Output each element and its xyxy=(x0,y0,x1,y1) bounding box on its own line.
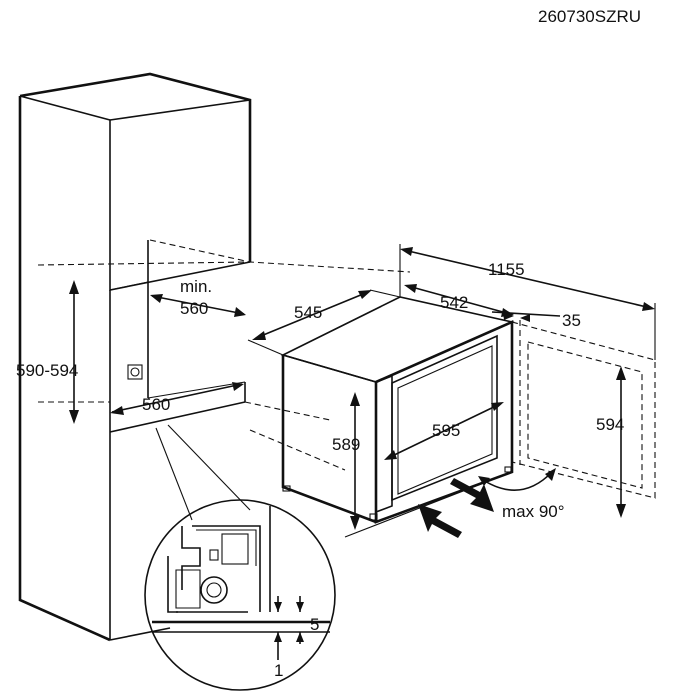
appliance-depth-dimension: 545 xyxy=(247,289,401,356)
door-opening-height-label: 594 xyxy=(596,415,624,434)
tall-cabinet xyxy=(18,72,252,642)
detail-gap-bottom-label: 1 xyxy=(274,661,283,680)
appliance-depth-label: 545 xyxy=(294,303,322,322)
cabinet-height-label: 590-594 xyxy=(16,361,78,380)
appliance-width-dimension: 595 xyxy=(384,402,504,460)
appliance-height-dimension: 589 xyxy=(332,392,360,530)
cabinet-height-dimension: 590-594 xyxy=(16,280,79,424)
niche-depth-top-dimension: min. 560 xyxy=(150,277,246,318)
niche-depth-top-value: 560 xyxy=(180,299,208,318)
installation-detail-zoom: 5 1 xyxy=(144,499,336,691)
door-angle-dimension: max 90° xyxy=(478,468,565,521)
niche-depth-top-min: min. xyxy=(180,277,212,296)
niche-depth-bottom-label: 560 xyxy=(142,395,170,414)
niche-depth-bottom-dimension: 560 xyxy=(110,382,244,415)
door-opening-height-dimension: 594 xyxy=(596,366,626,518)
appliance-oven xyxy=(280,296,515,524)
push-pull-arrows-icon xyxy=(418,478,494,538)
detail-leader xyxy=(155,424,251,521)
appliance-body-depth-label: 542 xyxy=(440,293,468,312)
total-depth-label: 1155 xyxy=(488,260,525,279)
detail-gap-top-label: 5 xyxy=(310,615,319,634)
appliance-height-label: 589 xyxy=(332,435,360,454)
door-thickness-label: 35 xyxy=(562,311,581,330)
power-socket-icon xyxy=(127,364,143,380)
opened-door-outline xyxy=(511,320,656,499)
door-thickness-dimension: 35 xyxy=(491,311,581,330)
door-angle-label: max 90° xyxy=(502,502,565,521)
total-depth-dimension: 1155 xyxy=(399,244,656,360)
drawing-code: 260730SZRU xyxy=(538,7,641,26)
appliance-width-label: 595 xyxy=(432,421,460,440)
